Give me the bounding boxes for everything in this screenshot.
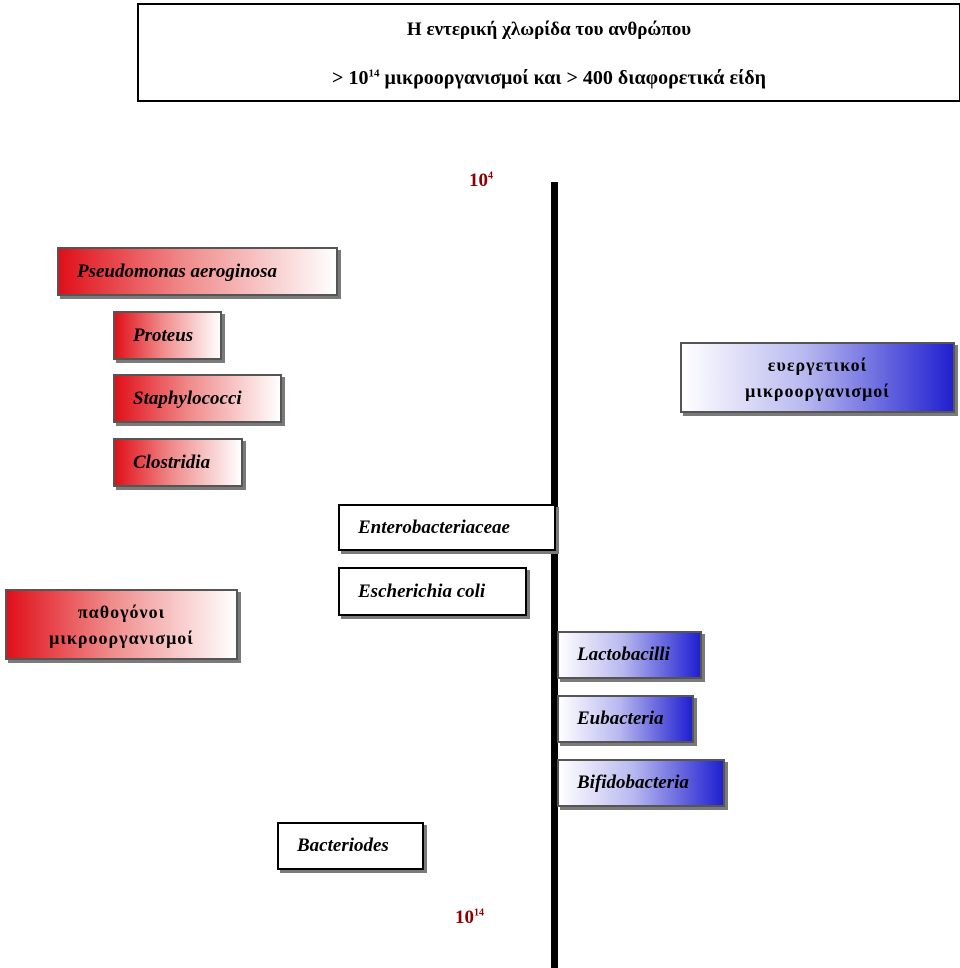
pathogen-pseudomonas-box: Pseudomonas aeroginosa [57, 247, 338, 296]
scale-top-base: 10 [469, 170, 488, 191]
neutral-bacteriodes-box: Bacteriodes [277, 822, 424, 870]
beneficial-group-line-2: μικροοργανισμοί [745, 380, 890, 401]
neutral-escherichia-coli-box: Escherichia coli [338, 567, 527, 616]
title-line-1: Η εντερική χλωρίδα του ανθρώπου [406, 19, 692, 40]
scale-bottom-label: 1014 [455, 907, 484, 929]
title-count-suffix: μικροοργανισμοί και > 400 διαφορετικά εί… [379, 67, 766, 89]
beneficial-group-line-1: ευεργετικοί [767, 354, 868, 375]
beneficial-eubacteria-box: Eubacteria [557, 695, 694, 743]
title-count-exponent: 14 [368, 67, 380, 80]
scale-top-label: 104 [469, 170, 493, 192]
pathogenic-group-label: παθογόνοι μικροοργανισμοί [5, 589, 238, 660]
pathogen-clostridia-box: Clostridia [113, 438, 243, 487]
scale-bottom-exponent: 14 [474, 907, 484, 919]
beneficial-bifidobacteria-box: Bifidobacteria [557, 759, 725, 807]
pathogen-proteus-box: Proteus [113, 311, 222, 360]
title-line-2: > 1014 μικροοργανισμοί και > 400 διαφορε… [139, 67, 959, 90]
scale-top-exponent: 4 [488, 170, 493, 182]
neutral-enterobacteriaceae-box: Enterobacteriaceae [338, 504, 556, 551]
pathogen-staphylococci-box: Staphylococci [113, 374, 282, 423]
beneficial-group-label: ευεργετικοί μικροοργανισμοί [680, 342, 955, 413]
title-count-prefix: > 10 [332, 67, 369, 89]
pathogenic-group-line-2: μικροοργανισμοί [49, 627, 194, 648]
scale-bottom-base: 10 [455, 907, 474, 928]
beneficial-lactobacilli-box: Lactobacilli [557, 631, 702, 679]
pathogenic-group-line-1: παθογόνοι [77, 601, 166, 622]
vertical-axis [551, 182, 558, 968]
title-box: Η εντερική χλωρίδα του ανθρώπου > 1014 μ… [137, 3, 960, 102]
